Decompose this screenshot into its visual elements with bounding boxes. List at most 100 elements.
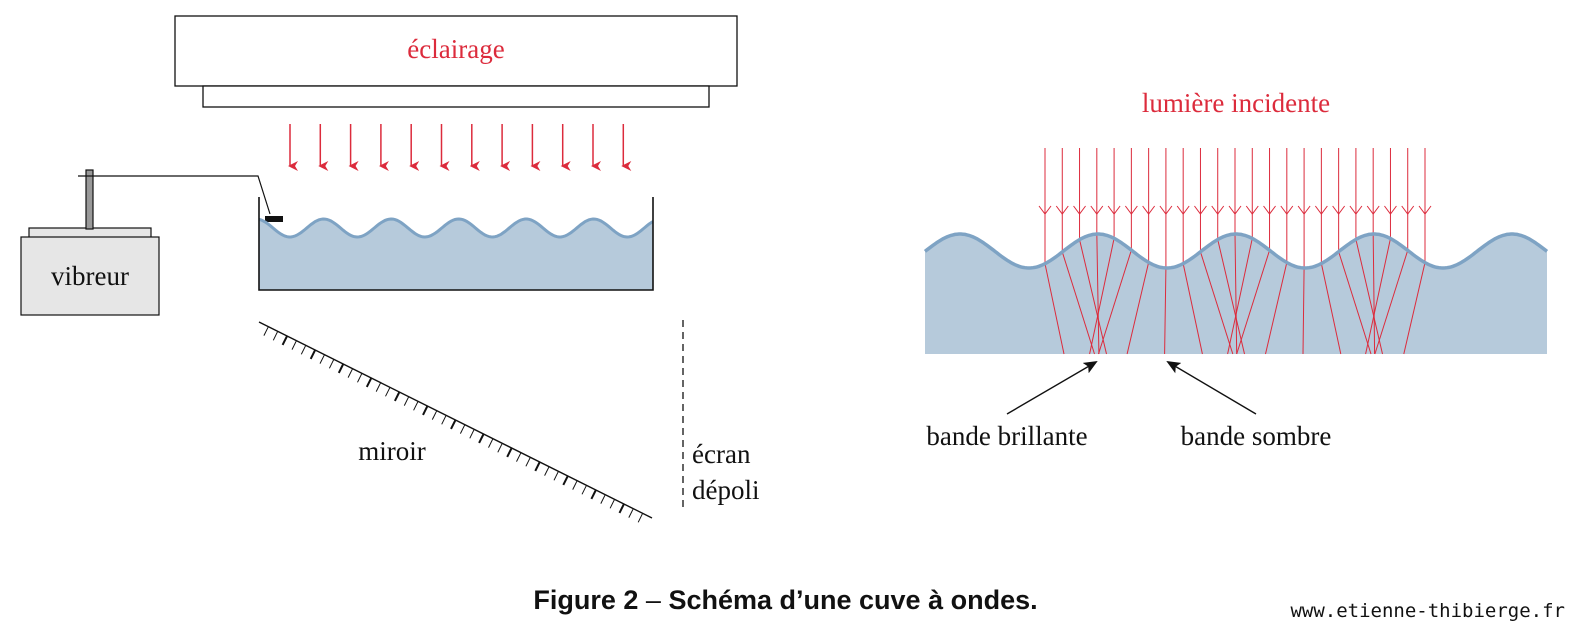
miroir-label: miroir: [358, 436, 426, 466]
ecran-label-line2: dépoli: [692, 475, 760, 505]
refracted-ray: [1302, 267, 1305, 355]
mirror-hatch: [618, 503, 625, 514]
refracted-ray: [1089, 238, 1115, 355]
refracted-ray: [1227, 238, 1253, 355]
mirror-hatch: [572, 480, 578, 490]
ray-arrowhead: [1107, 205, 1121, 215]
mirror-hatch: [263, 326, 269, 336]
mirror-hatch: [497, 443, 503, 453]
ray-arrowhead: [1073, 205, 1086, 215]
ray-arrowhead: [1280, 205, 1294, 215]
site-url: www.etienne-thibierge.fr: [1290, 600, 1565, 622]
mirror-hatch: [628, 508, 634, 518]
refracted-ray: [1079, 239, 1107, 355]
bright-band-pointer: [1006, 360, 1098, 415]
mirror-hatch: [450, 419, 457, 430]
exciter-tip: [265, 216, 283, 222]
ray-arrowhead: [1124, 205, 1138, 215]
vibreur-label: vibreur: [51, 261, 129, 291]
mirror-hatch: [459, 424, 466, 434]
mirror-hatch: [431, 410, 438, 420]
refracted-ray: [1217, 239, 1245, 355]
vibreur-rod: [85, 169, 94, 230]
tank-water: [259, 219, 653, 290]
refracted-ray: [1164, 267, 1167, 355]
mirror-hatch: [272, 331, 279, 341]
mirror-hatch: [281, 335, 288, 346]
mirror-hatch: [319, 354, 325, 364]
mirror-hatch: [357, 373, 363, 383]
light-rays: [1038, 148, 1432, 355]
ray-arrowhead: [1263, 205, 1276, 215]
exciter-wire: [78, 175, 283, 222]
mirror-hatch: [422, 405, 429, 416]
mirror-hatch: [365, 377, 373, 388]
tank-walls: [258, 197, 654, 291]
eclairage-label: éclairage: [407, 34, 504, 64]
ray-arrowhead: [1384, 205, 1397, 215]
refracted-ray: [1234, 234, 1238, 355]
mirror-hatch: [385, 387, 391, 397]
caption-text: Schéma d’une cuve à ondes.: [668, 585, 1038, 615]
water-tank: [258, 197, 654, 291]
mirror-hatch: [300, 345, 307, 355]
refracted-ray: [1182, 263, 1203, 355]
ray-arrowhead: [1228, 205, 1242, 215]
refracted-ray: [1365, 238, 1391, 355]
mirror-hatch: [516, 452, 522, 462]
bande-brillante-label: bande brillante: [926, 421, 1087, 451]
mirror-hatch: [637, 513, 644, 523]
lighting-box: éclairage: [174, 15, 738, 108]
refracted-ray: [1126, 262, 1150, 355]
mirror-hatch: [590, 489, 597, 500]
refracted-ray: [1338, 251, 1372, 355]
figure-number: Figure 2: [533, 585, 639, 615]
vibreur: vibreur: [20, 169, 160, 316]
ecran-label-line1: écran: [692, 439, 751, 469]
mirror-hatch: [506, 447, 513, 458]
ray-arrowhead: [1314, 205, 1328, 215]
lighting-arrows: [288, 124, 632, 171]
mirror-hatch: [394, 391, 401, 402]
mirror-hatch: [525, 457, 531, 467]
refracted-ray: [1320, 263, 1342, 355]
refracted-ray: [1355, 239, 1383, 355]
ray-arrowhead: [1211, 205, 1225, 215]
refracted-ray: [1372, 234, 1376, 355]
refracted-ray: [1374, 250, 1409, 355]
refracted-ray: [1096, 234, 1100, 355]
ray-arrowhead: [1366, 205, 1380, 215]
ray-arrowhead: [1055, 205, 1069, 215]
lumiere-incidente-label: lumière incidente: [1142, 88, 1330, 118]
mirror-hatch: [375, 382, 382, 392]
mirror-hatch: [309, 349, 317, 360]
ray-arrowhead: [1297, 205, 1311, 215]
ray-arrowhead: [1176, 205, 1190, 215]
dark-band-pointer: [1166, 360, 1257, 415]
ray-arrowhead: [1142, 205, 1156, 215]
mirror-hatch: [441, 415, 447, 425]
tank-water-surface: [258, 217, 654, 239]
mirror-hatch: [562, 475, 569, 486]
mirror-hatch: [544, 466, 550, 476]
refracted-ray: [1236, 250, 1271, 355]
refracted-ray: [1098, 249, 1132, 355]
mirror-hatch: [600, 494, 606, 504]
mirror-hatch: [553, 471, 559, 481]
figure-caption: Figure 2 – Schéma d’une cuve à ondes.: [0, 585, 1571, 616]
caption-dash: –: [645, 585, 661, 615]
mirror-hatch: [347, 368, 354, 378]
bande-sombre-label: bande sombre: [1181, 421, 1332, 451]
ray-arrowhead: [1194, 205, 1207, 215]
ray-arrowhead: [1332, 205, 1346, 215]
ray-arrowhead: [1401, 205, 1415, 215]
refracted-ray: [1044, 263, 1065, 355]
ray-arrowhead: [1090, 205, 1104, 215]
ray-arrowhead: [1245, 205, 1259, 215]
ray-arrowhead: [1038, 205, 1052, 215]
mirror-hatch: [534, 461, 541, 472]
mirror: [258, 321, 653, 523]
mirror-hatch: [328, 359, 335, 369]
wave-water-surface: [923, 232, 1549, 270]
